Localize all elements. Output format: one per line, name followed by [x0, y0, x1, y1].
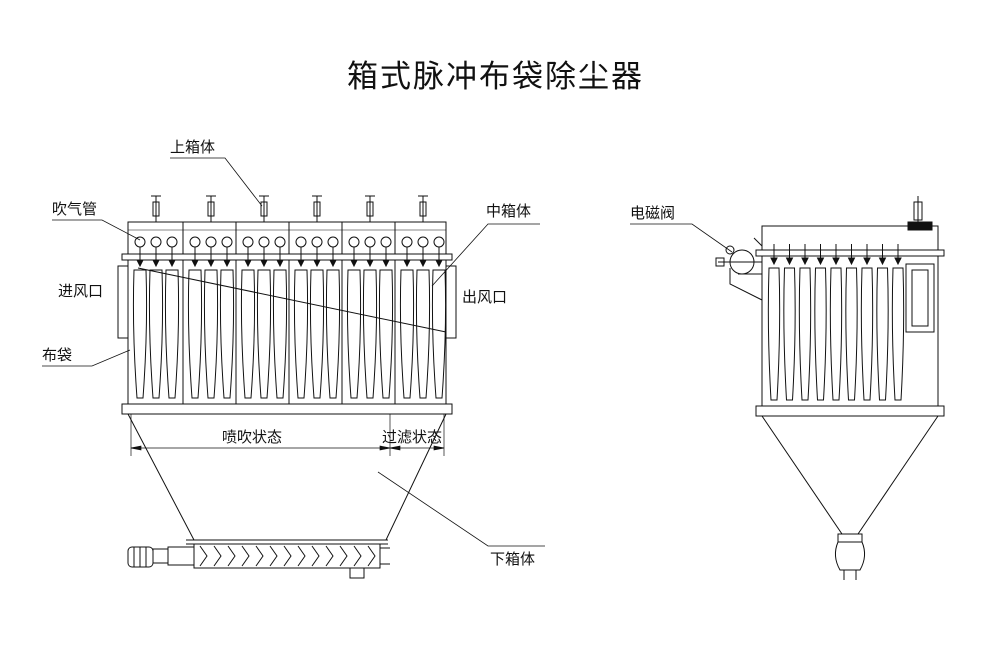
blow-nozzle [417, 236, 429, 248]
valve-leader [630, 223, 733, 253]
label-outlet: 出风口 [462, 288, 508, 306]
leader-lines [42, 157, 545, 547]
filter-bag [415, 247, 431, 399]
filter-bag [431, 247, 447, 399]
side-hopper [761, 415, 939, 535]
blow-nozzle [401, 236, 413, 248]
solenoid-valve-assembly [715, 237, 763, 301]
label-pulsing-state: 喷吹状态 [222, 428, 283, 446]
blow-nozzle [221, 236, 233, 248]
filter-bag [219, 247, 235, 399]
filter-bag [325, 247, 341, 399]
screw-conveyor [127, 539, 390, 579]
filter-bag [346, 247, 362, 399]
side-filter-bag [814, 244, 827, 401]
label-middle-box: 中箱体 [486, 202, 532, 220]
upper-box-partitions [182, 222, 396, 254]
side-filter-bag [783, 244, 796, 401]
inlet-flange [117, 265, 129, 339]
side-filter-bag [767, 244, 781, 401]
blow-nozzle [274, 236, 286, 248]
filter-bag [309, 247, 325, 399]
air-baffle-line [137, 267, 447, 333]
blow-nozzle [311, 236, 323, 248]
filter-bag [399, 247, 415, 399]
side-filter-bag [845, 244, 858, 401]
lid-handle [365, 195, 375, 222]
diagram-title: 箱式脉冲布袋除尘器 [347, 59, 644, 95]
label-upper-box: 上箱体 [170, 138, 216, 156]
filter-bag [293, 247, 309, 399]
side-filter-bag [860, 244, 874, 401]
filter-bag [378, 247, 394, 399]
label-filtering-state: 过滤状态 [382, 428, 443, 446]
side-filter-bag [891, 244, 905, 401]
blow-nozzle [380, 236, 392, 248]
lid-handle [151, 195, 161, 222]
blow-nozzle [242, 236, 254, 248]
bottom-flange [121, 403, 453, 415]
blow-nozzle [295, 236, 307, 248]
blow-nozzle [189, 236, 201, 248]
label-inlet: 进风口 [58, 282, 104, 300]
filter-bag [203, 247, 219, 399]
dimension-lines [130, 414, 445, 456]
label-filter-bag: 布袋 [42, 346, 73, 364]
side-filter-bags [767, 244, 905, 401]
blow-nozzle [433, 236, 445, 248]
blow-nozzle [258, 236, 270, 248]
filter-bag [240, 247, 256, 399]
blow-nozzle [327, 236, 339, 248]
filter-bag [132, 247, 148, 399]
lid-handle [206, 195, 216, 222]
filter-bag [164, 247, 180, 399]
filter-bags [132, 247, 447, 399]
lid-handle [312, 195, 322, 222]
filter-bag [362, 247, 378, 399]
blow-nozzle [150, 236, 162, 248]
label-blow-pipe: 吹气管 [52, 200, 98, 218]
filter-bag [187, 247, 203, 399]
filter-bag [272, 247, 288, 399]
blow-nozzle [205, 236, 217, 248]
blow-nozzle [348, 236, 360, 248]
label-lower-box: 下箱体 [490, 550, 536, 568]
label-solenoid-valve: 电磁阀 [630, 204, 676, 222]
filter-bag [148, 247, 164, 399]
side-filter-bag [876, 244, 889, 401]
blow-nozzle [166, 236, 178, 248]
middle-box-partitions [182, 260, 396, 404]
side-filter-bag [829, 244, 843, 401]
blow-nozzle [364, 236, 376, 248]
lid-handle [418, 195, 428, 222]
lid-handles [151, 195, 428, 222]
filter-bag [256, 247, 272, 399]
side-filter-bag [798, 244, 812, 401]
outlet-flange [445, 265, 457, 339]
lid-handle [259, 195, 269, 222]
